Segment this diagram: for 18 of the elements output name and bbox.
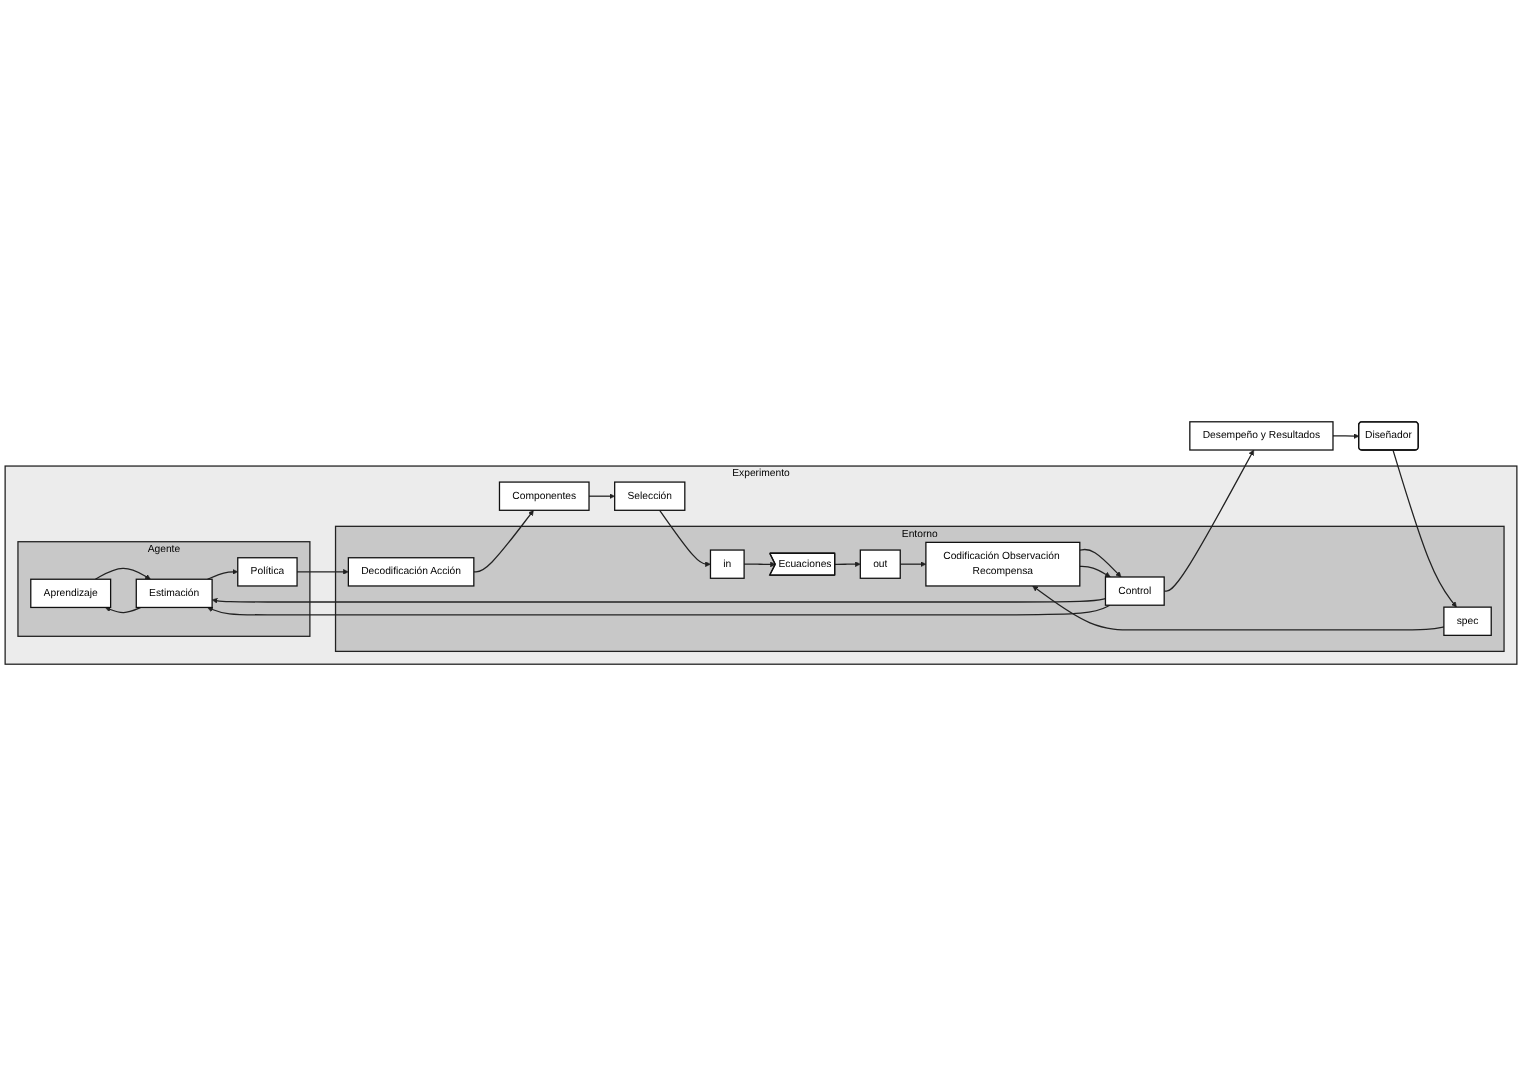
arrow (1392, 449, 1457, 608)
arrow (94, 567, 151, 580)
arrow (1079, 565, 1111, 578)
arrow (659, 509, 711, 567)
arrow (588, 493, 615, 499)
arrow (105, 606, 142, 614)
arrow (899, 561, 927, 567)
arrow (206, 569, 238, 580)
arrow (1079, 548, 1122, 578)
arrow (296, 569, 349, 575)
arrow (1332, 433, 1360, 439)
arrow (207, 604, 1111, 616)
arrow (211, 597, 1107, 604)
arrow (834, 561, 861, 567)
arrow (473, 510, 534, 573)
arrow (1163, 449, 1254, 592)
arrow (1032, 585, 1445, 631)
arrow (743, 561, 776, 568)
